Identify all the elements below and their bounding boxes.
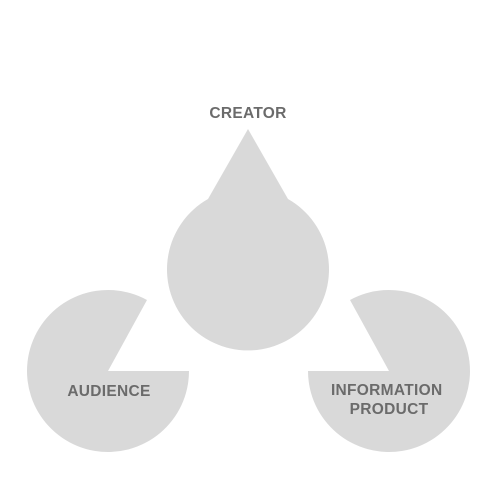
node-information-product-shape [308, 289, 471, 452]
node-audience-label: AUDIENCE [67, 383, 150, 400]
node-creator-label: CREATOR [209, 105, 286, 122]
node-information-product-label: INFORMATION PRODUCT [331, 382, 447, 418]
node-creator-shape [167, 129, 330, 351]
node-information-product: INFORMATION PRODUCT [308, 289, 471, 452]
node-creator: CREATOR [167, 105, 330, 351]
node-audience-shape [26, 289, 190, 452]
node-audience: AUDIENCE [26, 289, 190, 452]
